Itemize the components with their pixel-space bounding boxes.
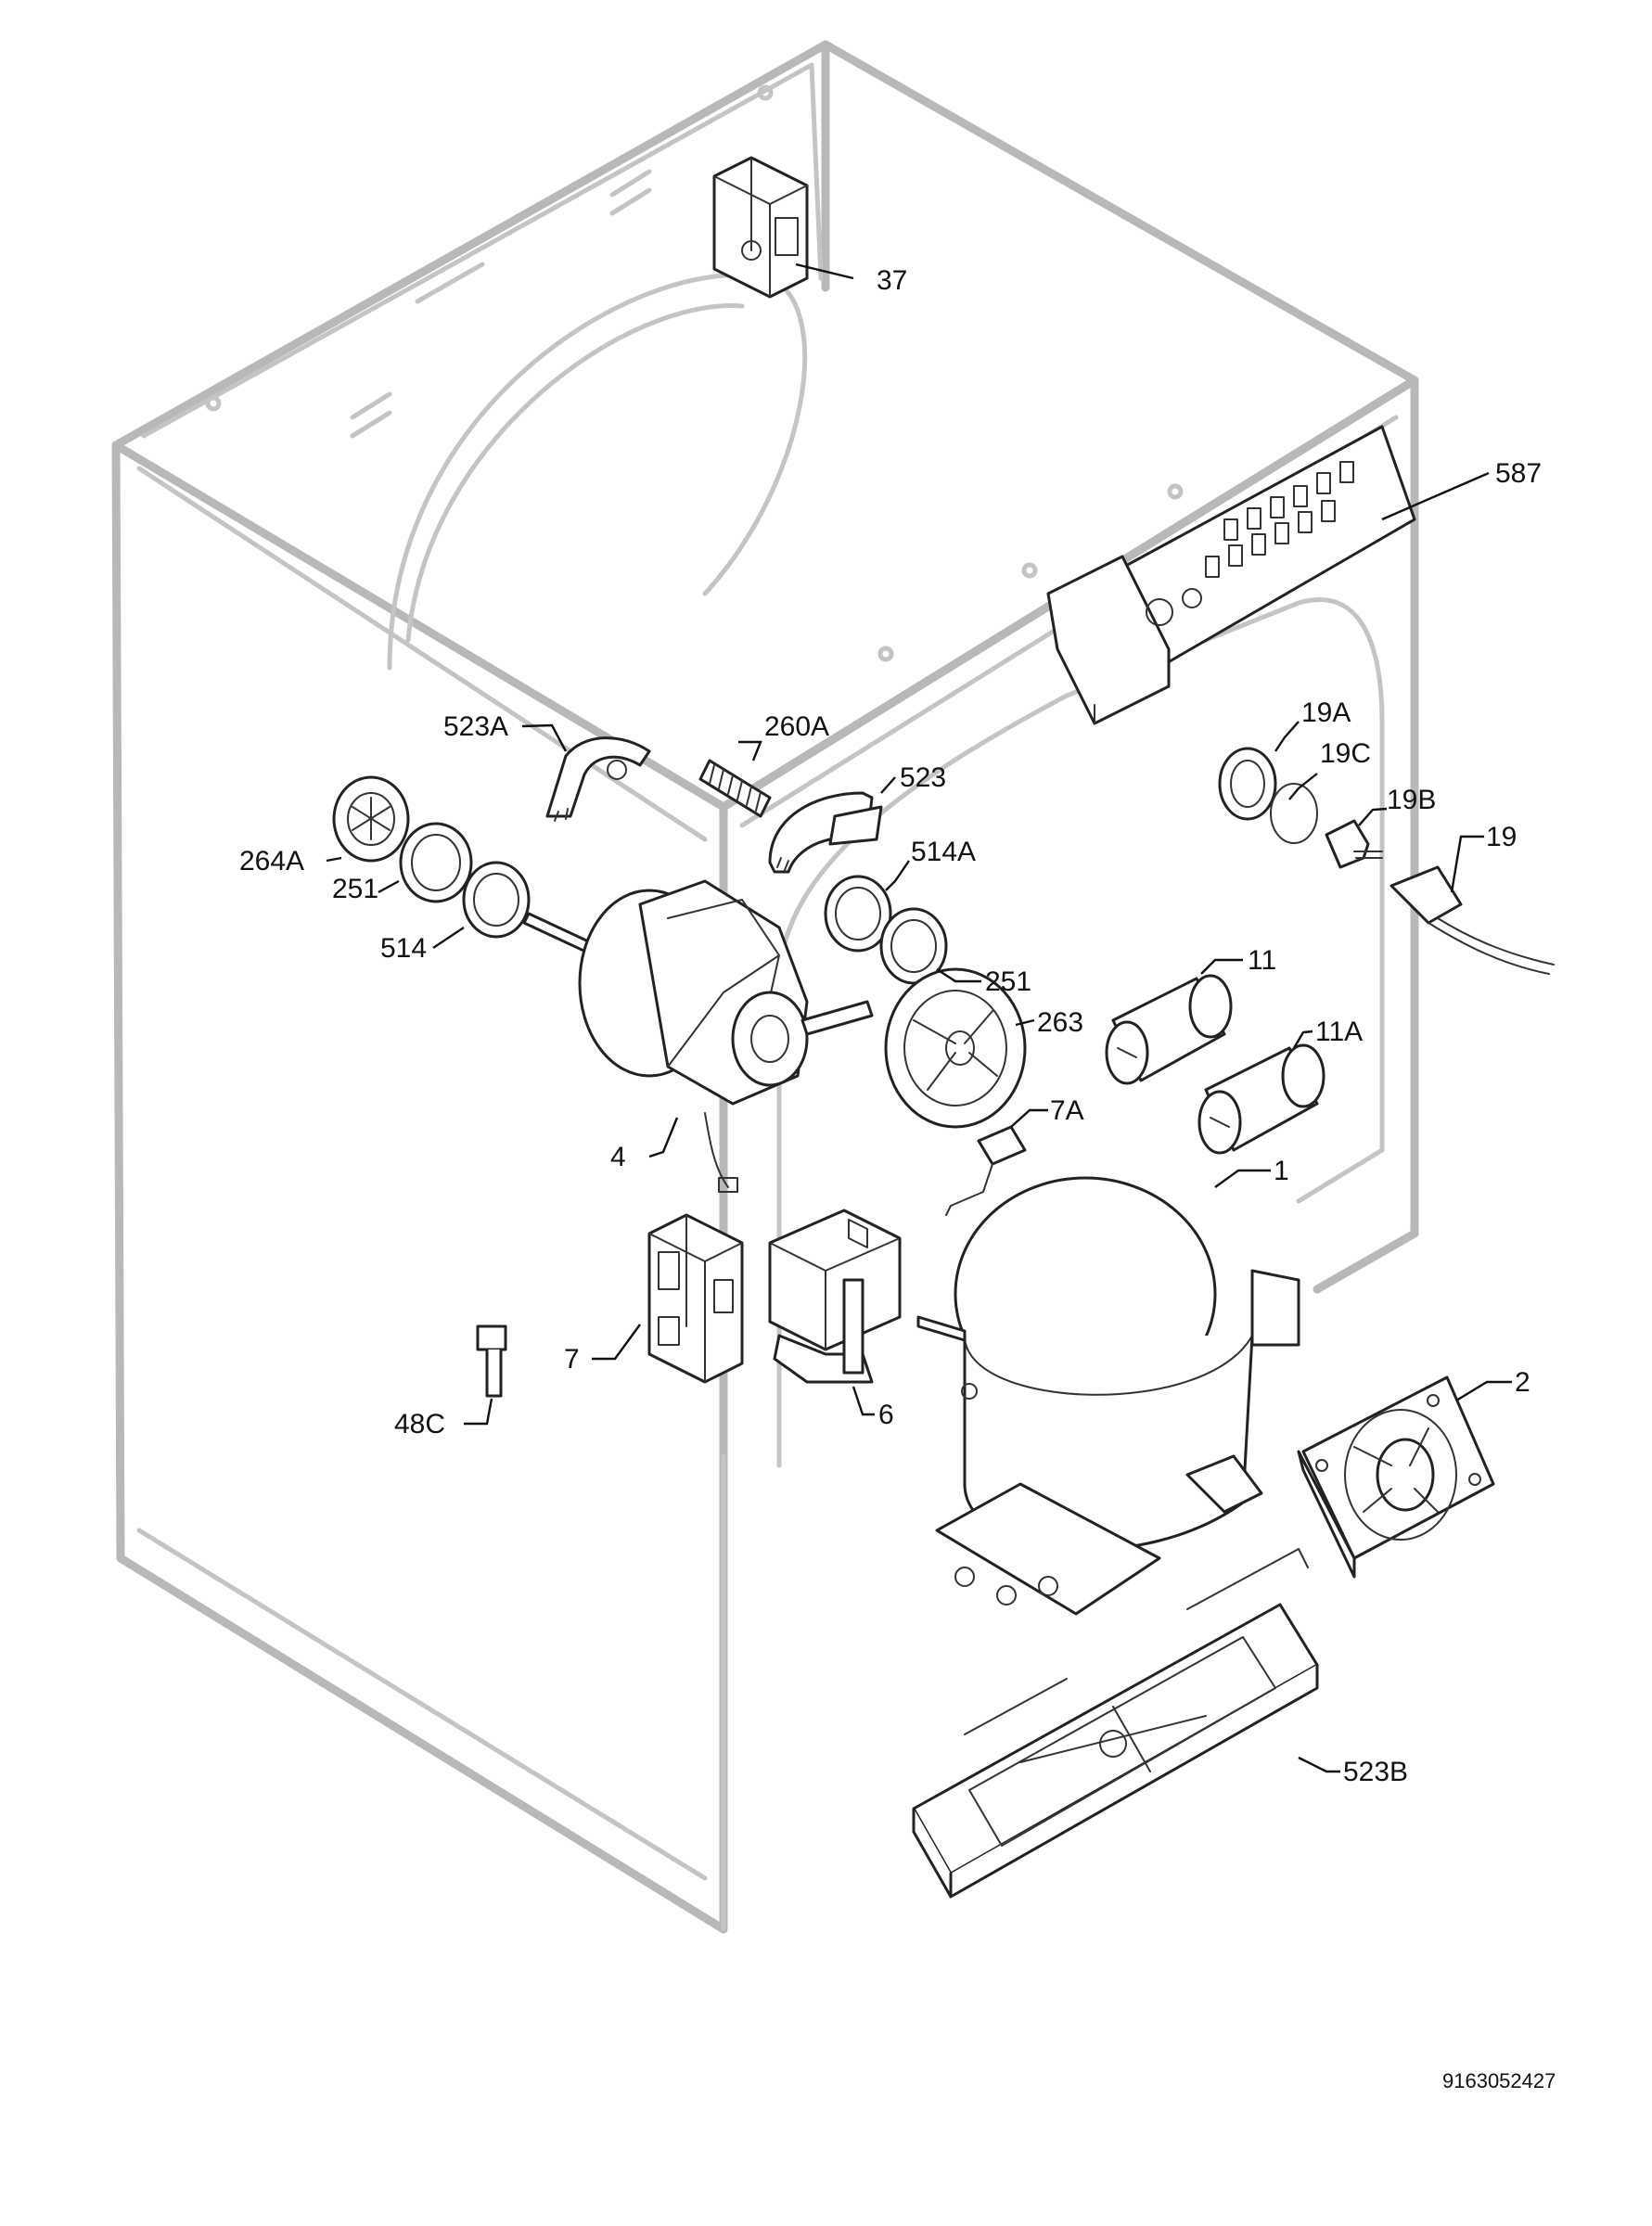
label-6: 6 xyxy=(878,1400,894,1430)
drawing-id: 9163052427 xyxy=(1442,2069,1556,2092)
part-48C-connector xyxy=(476,1324,507,1398)
part-37-module xyxy=(712,156,809,299)
part-2-fan xyxy=(1297,1375,1495,1579)
label-523B: 523B xyxy=(1343,1757,1408,1787)
part-263-wheel xyxy=(884,967,1027,1129)
label-2: 2 xyxy=(1515,1367,1530,1398)
label-263: 263 xyxy=(1037,1007,1083,1038)
part-19-assembly xyxy=(1218,747,1555,975)
label-7: 7 xyxy=(564,1344,580,1375)
label-19A: 19A xyxy=(1301,697,1351,728)
label-19: 19 xyxy=(1486,822,1517,852)
label-48C: 48C xyxy=(394,1409,445,1439)
part-6-pump xyxy=(768,1209,902,1384)
part-587-control-board xyxy=(1046,425,1416,725)
part-4-motor xyxy=(522,879,874,1193)
label-587: 587 xyxy=(1495,458,1542,489)
label-514A: 514A xyxy=(911,837,976,867)
part-labels: 37 587 523A 260A 523 19A 19C 19B 19 264A… xyxy=(239,265,1542,1787)
part-251-ring-right xyxy=(879,907,948,985)
label-514: 514 xyxy=(380,933,427,964)
label-7A: 7A xyxy=(1050,1095,1084,1126)
part-260A-spring xyxy=(698,759,772,818)
label-4: 4 xyxy=(610,1142,626,1172)
label-523: 523 xyxy=(900,762,946,793)
part-7-door-lock xyxy=(647,1213,744,1384)
part-11A-capacitor xyxy=(1197,1043,1325,1155)
leader-lines xyxy=(326,262,1512,1773)
part-523A-bracket xyxy=(545,736,651,822)
label-260A: 260A xyxy=(764,711,829,742)
part-514-ring xyxy=(462,861,531,939)
label-37: 37 xyxy=(877,265,907,296)
label-251-right: 251 xyxy=(985,966,1031,997)
label-11: 11 xyxy=(1248,945,1276,976)
label-264A: 264A xyxy=(239,846,304,876)
label-1: 1 xyxy=(1274,1156,1289,1186)
label-19C: 19C xyxy=(1320,738,1371,769)
part-514A-ring xyxy=(824,875,892,953)
part-523-bracket xyxy=(768,791,883,874)
label-11A: 11A xyxy=(1315,1017,1363,1047)
part-7A-switch xyxy=(945,1125,1027,1216)
part-523B-base-plate xyxy=(912,1548,1319,1899)
label-19B: 19B xyxy=(1387,785,1436,815)
part-11-capacitor xyxy=(1105,974,1233,1085)
part-1-compressor xyxy=(916,1176,1300,1616)
label-523A: 523A xyxy=(443,711,508,742)
part-264A-pulley xyxy=(332,775,410,863)
label-251-left: 251 xyxy=(332,874,378,904)
part-251-ring-left xyxy=(399,822,473,903)
